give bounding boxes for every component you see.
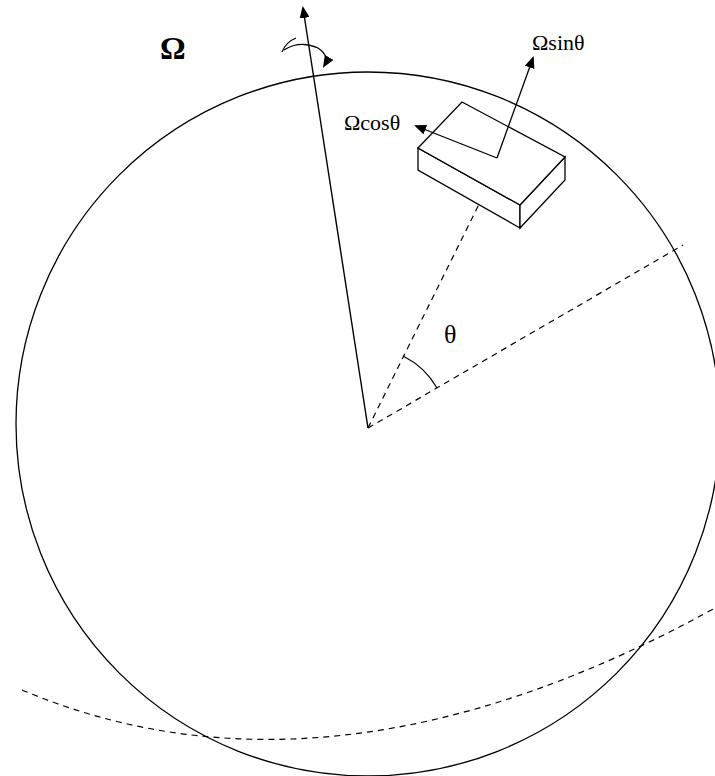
rotation-axis xyxy=(303,8,368,428)
radius-line xyxy=(368,168,497,428)
vertical-component-arrow xyxy=(497,58,533,158)
omega-label: Ω xyxy=(160,32,186,64)
angle-label: θ xyxy=(444,322,456,348)
horizontal-component-arrow xyxy=(416,126,497,158)
equator-line xyxy=(22,608,715,739)
rotation-arrow xyxy=(284,44,326,66)
sphere-outline xyxy=(16,72,715,776)
rotation-arrow-tail xyxy=(282,38,296,52)
horizontal-component-label: Ωcosθ xyxy=(344,112,400,134)
vertical-component-label: Ωsinθ xyxy=(532,32,585,54)
slab xyxy=(418,102,565,228)
angle-arc xyxy=(403,356,437,388)
equator-radius xyxy=(368,245,683,428)
